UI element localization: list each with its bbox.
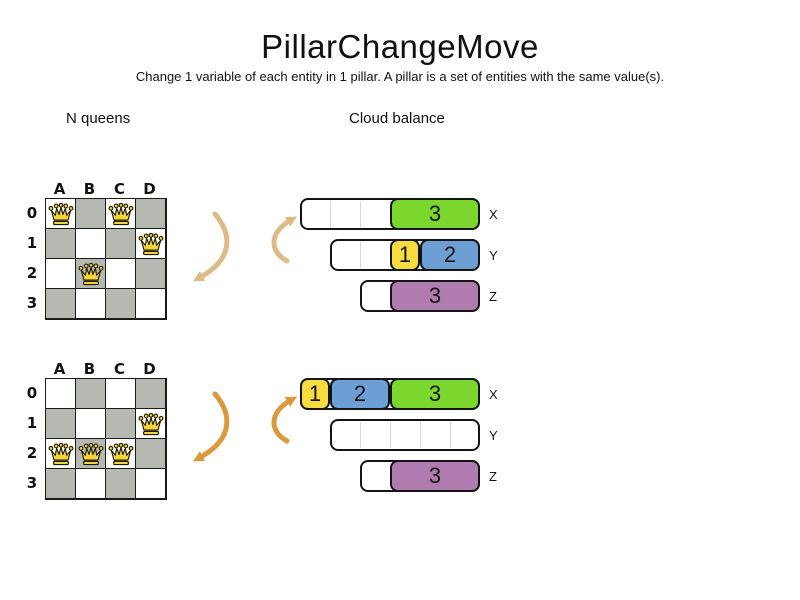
row-label: 3 — [26, 294, 38, 312]
board-cell — [106, 289, 136, 319]
queen-icon — [77, 260, 105, 288]
pillar-move-arrow-icon — [192, 391, 230, 462]
board-cell — [106, 409, 136, 439]
row-label: 2 — [26, 264, 38, 282]
process-block: 3 — [390, 378, 480, 410]
board-cell — [76, 409, 106, 439]
board-cell — [136, 289, 166, 319]
queen-icon — [137, 230, 165, 258]
column-header: A — [53, 360, 67, 378]
computer-label: X — [489, 207, 498, 222]
board-cell — [106, 259, 136, 289]
board-cell — [106, 469, 136, 499]
column-header: D — [143, 360, 157, 378]
section-label-nqueens: N queens — [66, 110, 131, 127]
computer-bar: 3 — [300, 198, 480, 230]
capacity-divider — [359, 201, 361, 227]
pillar-move-arrow-icon — [271, 216, 298, 264]
column-header: C — [113, 180, 126, 198]
computer-label: Y — [489, 248, 498, 263]
board-cell — [76, 289, 106, 319]
computer-bar — [330, 419, 480, 451]
board-cell — [46, 409, 76, 439]
computer-label: Z — [489, 289, 497, 304]
capacity-divider — [359, 242, 361, 268]
board-cell — [136, 379, 166, 409]
chessboard — [45, 378, 167, 500]
column-header: D — [143, 180, 157, 198]
board-cell — [136, 469, 166, 499]
board-cell — [46, 259, 76, 289]
column-header: B — [83, 180, 97, 198]
row-label: 1 — [26, 234, 38, 252]
row-label: 2 — [26, 444, 38, 462]
row-label: 0 — [26, 204, 38, 222]
capacity-divider — [359, 422, 361, 448]
row-label: 1 — [26, 414, 38, 432]
process-block: 2 — [330, 378, 390, 410]
column-header: B — [83, 360, 97, 378]
queen-icon — [107, 440, 135, 468]
board-cell — [46, 469, 76, 499]
queen-icon — [77, 440, 105, 468]
process-block: 3 — [390, 280, 480, 312]
board-cell — [46, 289, 76, 319]
section-label-cloud-balance: Cloud balance — [349, 110, 445, 127]
board-cell — [136, 199, 166, 229]
pillar-move-arrow-icon — [271, 396, 298, 444]
capacity-divider — [389, 422, 391, 448]
column-header: A — [53, 180, 67, 198]
queen-icon — [137, 410, 165, 438]
row-label: 0 — [26, 384, 38, 402]
board-cell — [136, 259, 166, 289]
queen-icon — [47, 200, 75, 228]
board-cell — [46, 229, 76, 259]
page-title: PillarChangeMove — [261, 28, 539, 65]
board-cell — [76, 469, 106, 499]
process-block: 1 — [300, 378, 330, 410]
computer-bar: 3 — [360, 460, 480, 492]
board-cell — [76, 229, 106, 259]
board-cell — [106, 229, 136, 259]
queen-icon — [107, 200, 135, 228]
row-label: 3 — [26, 474, 38, 492]
board-cell — [46, 379, 76, 409]
board-cell — [76, 199, 106, 229]
computer-label: X — [489, 387, 498, 402]
computer-label: Y — [489, 428, 498, 443]
board-cell — [106, 379, 136, 409]
chessboard — [45, 198, 167, 320]
process-block: 1 — [390, 239, 420, 271]
pillar-move-arrow-icon — [192, 211, 230, 282]
column-header: C — [113, 360, 126, 378]
capacity-divider — [419, 422, 421, 448]
board-cell — [76, 379, 106, 409]
process-block: 3 — [390, 460, 480, 492]
capacity-divider — [449, 422, 451, 448]
capacity-divider — [329, 201, 331, 227]
computer-bar: 3 — [360, 280, 480, 312]
process-block: 3 — [390, 198, 480, 230]
queen-icon — [47, 440, 75, 468]
board-cell — [136, 439, 166, 469]
computer-label: Z — [489, 469, 497, 484]
page-subtitle: Change 1 variable of each entity in 1 pi… — [135, 69, 665, 84]
process-block: 2 — [420, 239, 480, 271]
